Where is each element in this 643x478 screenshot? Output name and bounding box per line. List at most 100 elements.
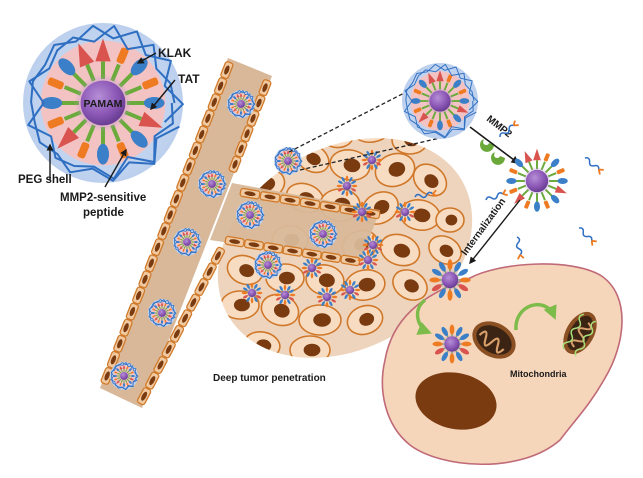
mmp2-sensitive-peptide	[256, 210, 260, 213]
ligand	[376, 162, 382, 166]
pamam-core	[441, 271, 459, 289]
endothelial-cell	[150, 238, 165, 257]
ligand	[317, 299, 323, 303]
tat-peptide	[318, 223, 322, 228]
cell-nucleus	[180, 178, 186, 188]
ligand	[449, 324, 455, 335]
tat-peptide	[78, 43, 95, 68]
peptide-fragment	[597, 168, 604, 175]
ligand	[395, 206, 401, 210]
mmp2-sensitive-peptide	[214, 174, 217, 178]
klak-peptide	[185, 249, 189, 253]
tat-peptide	[436, 70, 444, 82]
ligand	[274, 293, 281, 297]
ligand	[366, 210, 373, 214]
nanoparticle-magnified	[402, 63, 479, 139]
cell-nucleus	[318, 273, 335, 288]
ligand	[458, 284, 469, 292]
klak-peptide	[254, 207, 258, 211]
ligand	[337, 188, 343, 192]
ligand	[246, 297, 250, 303]
mmp2-sensitive-peptide	[236, 110, 239, 114]
ligand	[314, 258, 318, 264]
mmp2-sensitive-peptide	[193, 237, 197, 240]
mmp2-sensitive-label: MMP2-sensitive	[60, 192, 146, 204]
klak-peptide	[286, 168, 290, 172]
cell-nucleus	[135, 290, 142, 301]
ligand	[366, 206, 372, 210]
klak-peptide	[216, 176, 220, 180]
cell-nucleus	[404, 279, 419, 293]
peg-chain	[228, 90, 256, 118]
ligand	[354, 284, 360, 288]
klak-peptide	[194, 240, 198, 244]
cell-nucleus	[445, 214, 458, 226]
klak-peptide	[292, 153, 296, 157]
peg-chain	[198, 170, 225, 198]
tat-peptide	[248, 203, 252, 208]
peg-chain	[27, 25, 176, 180]
endothelial-cell	[299, 197, 321, 210]
ligand	[438, 261, 446, 272]
tumor-cell	[346, 304, 384, 336]
tumor-cell	[374, 152, 416, 188]
ligand	[279, 299, 283, 305]
mmp2-sensitive-peptide	[247, 99, 251, 102]
peg-chain	[310, 220, 338, 248]
ligand	[429, 277, 441, 283]
peptide-fragment	[590, 239, 597, 246]
ligand	[461, 341, 472, 347]
ligand	[275, 289, 281, 293]
pamam-core	[322, 292, 332, 302]
endothelial-cell	[319, 200, 341, 213]
endothelial-cell	[210, 246, 226, 265]
cell-nucleus	[244, 191, 256, 197]
mmp2-sensitive-peptide	[240, 210, 244, 213]
mmp2-sensitive-peptide	[543, 200, 550, 209]
endothelial-cell	[201, 109, 215, 128]
peg-chain	[254, 251, 281, 279]
mmp2-sensitive-peptide	[214, 190, 217, 194]
cell-nucleus	[214, 251, 221, 261]
pamam-core	[319, 230, 327, 238]
klak-peptide	[191, 246, 195, 250]
ligand	[360, 216, 364, 223]
klak-peptide	[245, 108, 249, 112]
mmp2-sensitive-peptide	[278, 156, 282, 159]
klak-peptide	[275, 263, 279, 267]
zoom-lines	[288, 87, 441, 171]
ligand	[351, 184, 358, 188]
ligand	[370, 250, 374, 256]
mmp2-enzymes	[480, 139, 505, 165]
klak-peptide	[160, 320, 164, 324]
ligand	[366, 164, 370, 170]
endothelial-cell	[119, 318, 133, 337]
mmp2-sensitive-peptide	[240, 217, 244, 220]
tat-peptide	[119, 365, 123, 370]
ligand	[395, 214, 401, 218]
ligand	[341, 190, 345, 196]
ligand	[363, 239, 369, 243]
peg-chain	[499, 124, 514, 138]
pamam-core	[357, 207, 367, 217]
ligand	[351, 210, 358, 214]
pamam-core	[120, 372, 128, 380]
ligand	[329, 287, 333, 293]
pamam-core	[80, 80, 126, 126]
mmp2-sensitive-peptide	[142, 77, 159, 90]
pamam-core	[363, 255, 373, 265]
ligand	[449, 353, 455, 364]
cell-nucleus	[206, 266, 213, 276]
endothelial-cell	[252, 94, 266, 112]
klak-peptide	[459, 98, 470, 104]
mmp2-sensitive-peptide	[556, 168, 565, 175]
pamam-label: PAMAM	[84, 98, 123, 110]
ligand	[345, 190, 349, 197]
ligand	[357, 258, 364, 262]
klak-peptide	[327, 238, 331, 242]
ligand	[250, 282, 254, 289]
mmp2-sensitive-peptide	[116, 47, 129, 64]
mmp2-sensitive-peptide	[152, 315, 156, 318]
cell-nucleus	[306, 251, 318, 257]
cell-nucleus	[365, 121, 383, 135]
